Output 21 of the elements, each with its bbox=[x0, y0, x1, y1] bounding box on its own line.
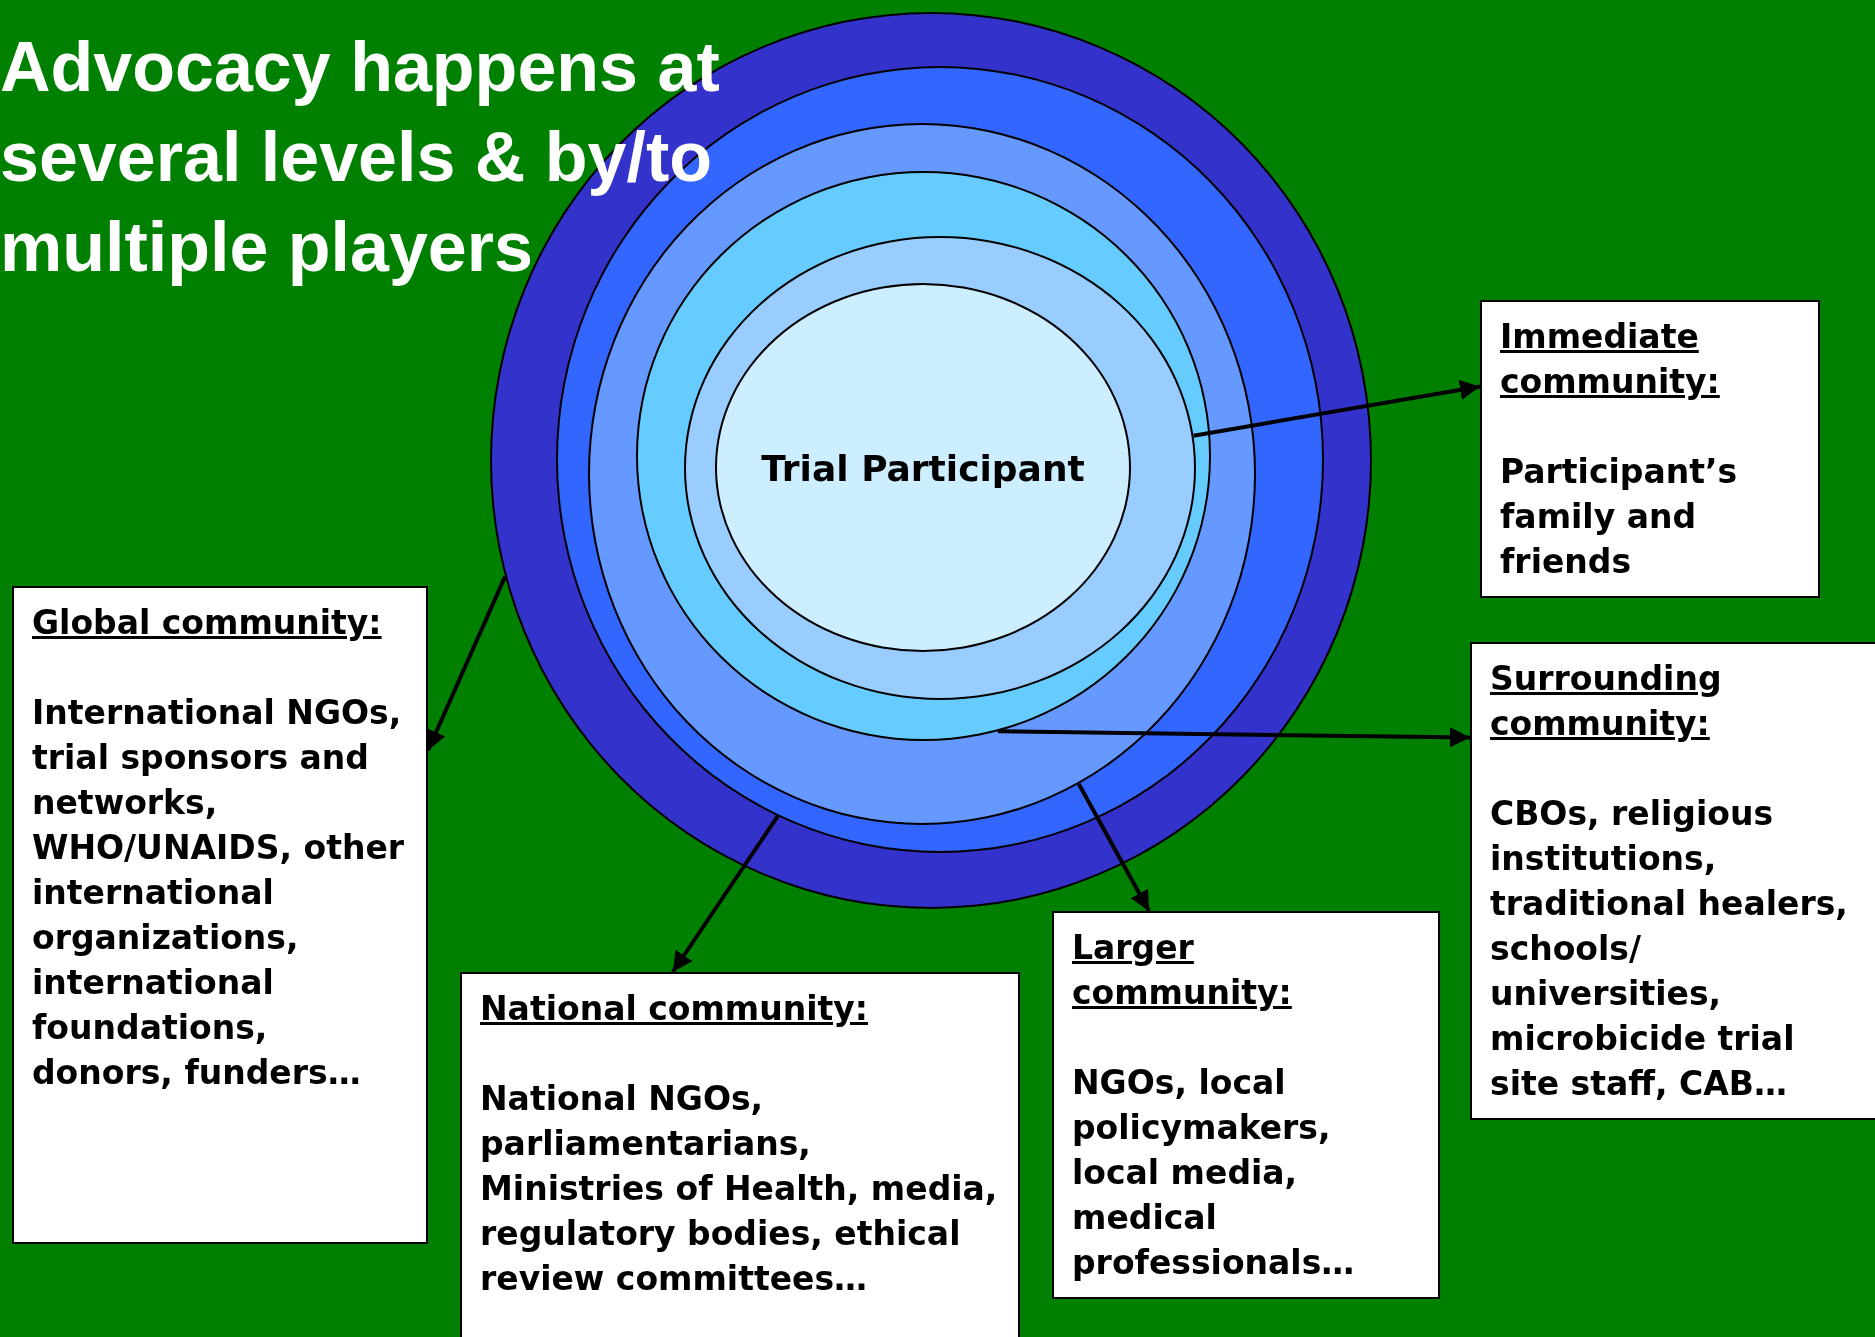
box-heading: Larger community: bbox=[1072, 927, 1293, 1014]
box-heading: Immediate community: bbox=[1500, 316, 1721, 403]
arrow bbox=[1077, 782, 1151, 912]
box-heading: Global community: bbox=[32, 602, 383, 644]
box-text: International NGOs, trial sponsors and networks, WHO/UNAIDS, other international organizations, international foundations, donors, funders… bbox=[32, 692, 406, 1094]
text-box bbox=[1480, 300, 1820, 598]
text-box bbox=[12, 586, 428, 1244]
box-text: NGOs, local policymakers, local media, medical professionals… bbox=[1072, 1062, 1356, 1284]
text-box bbox=[1470, 642, 1875, 1120]
text-box bbox=[1052, 911, 1440, 1299]
box-text: CBOs, religious institutions, traditional healers, schools/ universities, microbicide trial site staff, CAB… bbox=[1490, 793, 1849, 1105]
arrow bbox=[426, 575, 507, 752]
arrow bbox=[671, 815, 780, 974]
arrow bbox=[997, 727, 1471, 748]
box-heading: National community: bbox=[480, 988, 869, 1030]
box-text: National NGOs, parliamentarians, Ministries of Health, media, regulatory bodies, ethical review committees… bbox=[480, 1078, 999, 1300]
arrow bbox=[1193, 379, 1481, 438]
text-box bbox=[460, 972, 1020, 1337]
box-text: Participant’s family and friends bbox=[1500, 451, 1739, 583]
participant-label: Trial Participant bbox=[760, 446, 1086, 490]
box-heading: Surrounding community: bbox=[1490, 658, 1723, 745]
